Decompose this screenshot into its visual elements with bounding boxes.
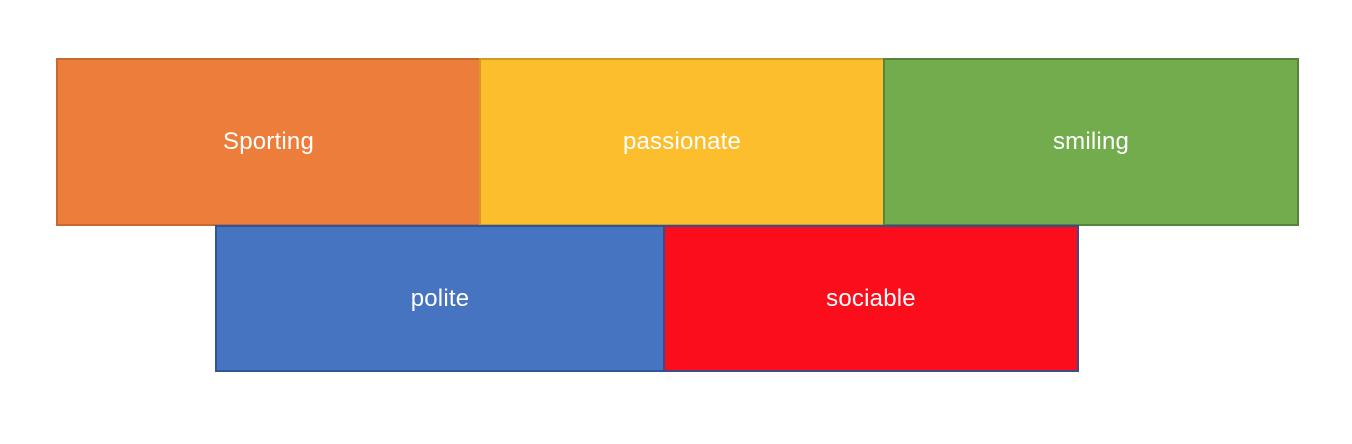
block-label: sociable bbox=[826, 284, 916, 312]
block-sociable: sociable bbox=[663, 225, 1079, 372]
block-smiling: smiling bbox=[883, 58, 1299, 226]
block-label: polite bbox=[410, 284, 470, 312]
block-passionate: passionate bbox=[479, 58, 885, 226]
block-label: Sporting bbox=[223, 128, 314, 155]
block-label: passionate bbox=[622, 128, 742, 155]
block-polite: polite bbox=[215, 225, 665, 372]
block-sporting: Sporting bbox=[56, 58, 481, 226]
block-label: smiling bbox=[1052, 128, 1130, 155]
